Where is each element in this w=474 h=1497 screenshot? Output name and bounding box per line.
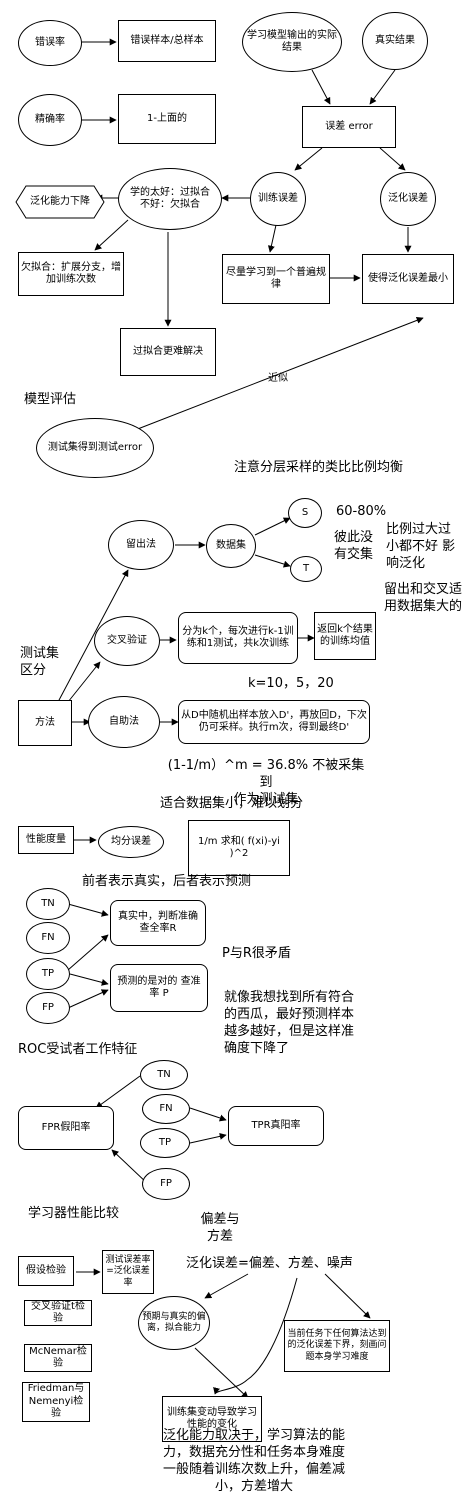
edge-fp-fpr [111,1149,149,1185]
node-perf-measure: 性能度量 [18,826,74,854]
node-holdout: 留出法 [108,520,174,570]
node-learn-common: 尽量学习到一个普遍规律 [222,254,330,304]
note-ratio: 60-80% [336,504,387,519]
label-test-split: 测试集 区分 [20,646,60,678]
node-precision-p: 预测的是对的 查准率 P [110,964,208,1012]
node-friedman: Friedman与 Nemenyi检验 [22,1382,90,1422]
title-bias-variance: 偏差与 方差 [200,1212,240,1244]
hexagon-shape [15,185,105,219]
node-tn: TN [26,888,70,920]
note-k-values: k=10，5，20 [248,676,334,691]
node-min-gen-error: 使得泛化误差最小 [362,254,454,304]
note-small-dataset: 适合数据集小，难以划分 [160,796,304,811]
node-mse-formula: 1/m 求和( f(xi)-yi )^2 [188,820,290,876]
node-test-error: 测试集得到测试error [36,418,154,478]
node-mse: 均分误差 [98,826,164,858]
node-roc-fn: FN [142,1094,190,1124]
node-roc-tn: TN [140,1060,188,1090]
edge-decomp-variance [213,1277,298,1395]
edge-error-gen [379,147,406,171]
node-fn: FN [26,922,70,954]
edge-tn-fpr [95,1075,141,1109]
node-fpr: FPR假阳率 [18,1106,114,1150]
node-error-rate: 错误率 [18,20,82,66]
node-error: 误差 error [302,106,396,148]
node-bias-desc: 预期与真实的偏离，拟合能力 [138,1296,210,1350]
note-stratified: 注意分层采样的类比比例均衡 [234,460,404,475]
node-hypothesis: 假设检验 [18,1256,74,1286]
note-decomposition: 泛化误差=偏差、方差、噪声 [186,1256,353,1271]
edge-tp-precision [69,973,109,986]
note-no-overlap: 彼此没 有交集 [334,530,374,562]
node-kfold-desc: 分为k个，每次进行k-1训练和1测试，共k次训练 [178,612,298,664]
node-error-rate-formula: 错误样本/总样本 [118,20,216,62]
edge-method-holdout [57,569,129,703]
note-probability: (1-1/m）^m = 36.8% 不被采集到 作为测试集 [167,758,365,807]
edge-tn-recall [67,903,109,917]
node-s: S [288,498,322,528]
node-cross-validation: 交叉验证 [94,616,160,666]
edge-decomp-noise [324,1273,371,1319]
edge-tp-recall [67,934,109,971]
edge-error-train [294,147,323,171]
node-train-error: 训练误差 [250,172,306,226]
edge-train-learn [267,224,277,253]
node-recall: 真实中，判断准确 查全率R [110,900,206,946]
edge-dataset-s [254,517,291,536]
note-melon: 就像我想找到所有符合 的西瓜，最好预测样本 越多越好，但是这样准 确度下降了 [224,990,355,1056]
title-compare: 学习器性能比较 [28,1206,120,1221]
note-truth-pred: 前者表示真实，后者表示预测 [82,874,252,889]
edge-dataset-t [254,554,291,568]
node-noise-desc: 当前任务下任何算法达到的泛化误差下界，刻画问题本身学习难度 [284,1320,390,1372]
node-test-eq-gen: 测试误差率 =泛化误差 率 [102,1250,154,1294]
node-gen-error: 泛化误差 [380,172,436,226]
node-model-output: 学习模型输出的实际结果 [242,12,342,72]
edge-tp-tpr [189,1132,227,1144]
note-pr-conflict: P与R很矛盾 [222,946,291,961]
node-tpr: TPR真阳率 [228,1106,324,1146]
node-ability-down: 泛化能力下降 [30,195,90,207]
node-kfold-return: 返回k个结果的训练均值 [314,612,376,660]
note-holdout-large: 留出和交叉适 用数据集大的 [384,582,463,614]
node-precision-formula: 1-上面的 [118,94,216,144]
node-roc-fp: FP [142,1168,190,1200]
node-method: 方法 [18,700,72,746]
node-precision-rate: 精确率 [18,94,82,146]
label-approx: 近似 [268,373,288,384]
edge-bias-variance [194,1347,249,1399]
node-overfit-hard: 过拟合更难解决 [120,328,216,376]
title-model-eval: 模型评估 [24,392,77,407]
node-bootstrap: 自助法 [88,696,160,748]
edge-decision-underfit [94,219,129,251]
note-conclusion: 泛化能力取决于，学习算法的能 力，数据充分性和任务本身难度 一般随着训练次数上升… [162,1428,345,1494]
node-cv-ttest: 交叉验证t检验 [24,1300,92,1326]
node-fit-decision: 学的太好：过拟合 不好：欠拟合 [118,168,222,230]
node-dataset: 数据集 [206,524,256,568]
edge-output-error [311,69,331,105]
node-fp: FP [26,992,70,1024]
edge-method-cross [67,661,101,703]
node-tp: TP [26,958,70,990]
node-variance-desc: 训练集变动导致学习性能的变化 [162,1396,262,1442]
edge-fn-tpr [189,1107,227,1122]
node-roc-tp: TP [140,1128,190,1158]
title-roc: ROC受试者工作特征 [18,1042,138,1057]
note-ratio-bad: 比例过大过 小都不好 影 响泛化 [386,522,456,571]
edge-true-error [369,69,396,105]
node-bootstrap-desc: 从D中随机出样本放入D'，再放回D，下次仍可采样。执行m次，得到最终D' [178,700,370,744]
node-underfit-fix: 欠拟合：扩展分支，增加训练次数 [18,252,124,296]
node-mcnemar: McNemar检验 [24,1344,92,1372]
node-t: T [290,556,322,582]
edge-test-approx [129,317,424,433]
edge-decomp-bias [204,1273,249,1299]
node-true-result: 真实结果 [362,12,428,70]
edge-fp-precision [67,989,109,1009]
